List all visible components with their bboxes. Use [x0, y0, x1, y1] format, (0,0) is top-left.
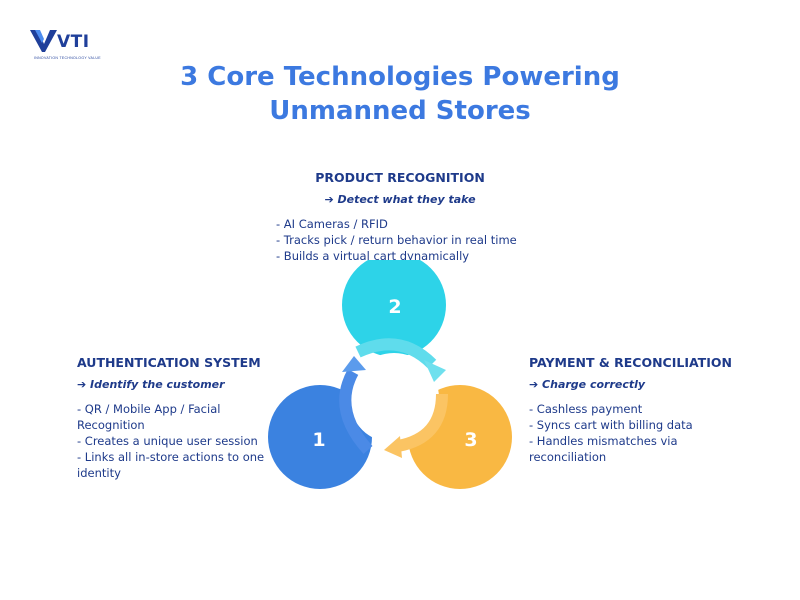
authentication-list: - QR / Mobile App / Facial Recognition -… [77, 401, 267, 481]
circle-2 [342, 260, 446, 357]
product-recognition-block: PRODUCT RECOGNITION ➔ Detect what they t… [0, 170, 800, 264]
authentication-block: AUTHENTICATION SYSTEM ➔ Identify the cus… [77, 355, 267, 481]
list-item: - Creates a unique user session [77, 434, 258, 448]
authentication-subtitle: ➔ Identify the customer [77, 378, 225, 391]
page-title-line-1: 3 Core Technologies Powering [180, 62, 620, 92]
product-recognition-heading: PRODUCT RECOGNITION [315, 170, 485, 185]
circle-2-number: 2 [388, 296, 401, 318]
page-title: 3 Core Technologies Powering Unmanned St… [0, 60, 800, 128]
arrow-2-to-3-icon [355, 338, 437, 369]
product-recognition-subtitle: ➔ Detect what they take [324, 193, 476, 206]
arrow-1-to-2-head-icon [342, 356, 366, 372]
list-item: - Cashless payment [529, 402, 643, 416]
authentication-heading: AUTHENTICATION SYSTEM [77, 355, 261, 370]
list-item: - Syncs cart with billing data [529, 418, 693, 432]
arrow-1-to-2-icon [339, 369, 373, 455]
payment-subtitle: ➔ Charge correctly [529, 378, 646, 391]
list-item: - Links all in-store actions to one iden… [77, 450, 265, 480]
arrow-3-to-1-icon [396, 393, 448, 452]
vti-logo: VTI INNOVATION TECHNOLOGY VALUE [30, 28, 101, 62]
cycle-diagram: 1 2 3 [268, 260, 512, 489]
payment-list: - Cashless payment - Syncs cart with bil… [529, 401, 739, 465]
vti-logo-mark-icon [30, 30, 57, 52]
product-recognition-list: - AI Cameras / RFID - Tracks pick / retu… [276, 216, 538, 264]
list-item: - Tracks pick / return behavior in real … [276, 233, 517, 247]
logo-tagline: INNOVATION TECHNOLOGY VALUE [34, 56, 101, 60]
list-item: - QR / Mobile App / Facial Recognition [77, 402, 221, 432]
payment-block: PAYMENT & RECONCILIATION ➔ Charge correc… [529, 355, 739, 465]
list-item: - Builds a virtual cart dynamically [276, 249, 470, 263]
circle-1-number: 1 [312, 429, 325, 451]
payment-heading: PAYMENT & RECONCILIATION [529, 355, 732, 370]
page-title-line-2: Unmanned Stores [269, 96, 531, 126]
arrow-2-to-3-head-icon [424, 360, 446, 382]
center-hole [349, 353, 439, 443]
arrow-3-to-1-head-icon [384, 436, 402, 458]
logo-text: VTI [57, 32, 90, 52]
list-item: - Handles mismatches via reconciliation [529, 434, 678, 464]
list-item: - AI Cameras / RFID [276, 217, 388, 231]
circle-3-number: 3 [464, 429, 477, 451]
